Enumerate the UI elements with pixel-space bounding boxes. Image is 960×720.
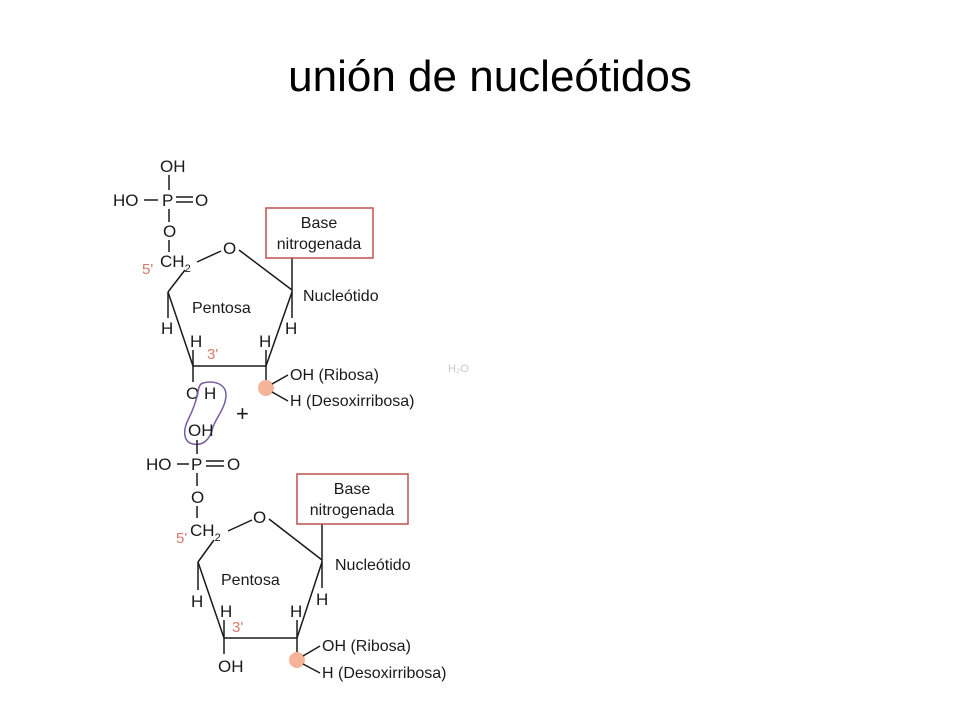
base-label-line2-top: nitrogenada xyxy=(277,236,362,253)
h-left-top: H xyxy=(161,319,173,338)
h-in-right-top: H xyxy=(259,332,271,351)
h-right-bottom: H xyxy=(316,590,328,609)
prime-3-bottom: 3' xyxy=(232,619,243,636)
oh-link-bottom: OH xyxy=(188,421,214,440)
h-in-right-bottom: H xyxy=(290,602,302,621)
h-in-left-top: H xyxy=(190,332,202,351)
ring-edge-o-c1 xyxy=(238,249,293,291)
ring-edge-c3-c4 xyxy=(167,291,194,367)
phosphate-o-bottom-bottom: O xyxy=(191,488,204,507)
ring-edge-c4-c5-bottom xyxy=(197,539,215,563)
bottom-nucleotide: OH HO P O O 5' CH2 O Pentosa Base nitrog… xyxy=(146,421,446,682)
phosphate-ho-left-bottom: HO xyxy=(146,455,172,474)
phosphate-o-right: O xyxy=(195,191,208,210)
ring-oxygen-top: O xyxy=(223,239,236,258)
ch2-bottom: CH2 xyxy=(190,521,221,544)
bond-c2-hh-bottom xyxy=(302,663,321,674)
ring-edge-c4-c5 xyxy=(167,269,186,293)
oh-ribosa-top: OH (Ribosa) xyxy=(290,367,379,384)
h-left-bottom: H xyxy=(191,592,203,611)
oh3-bottom: OH xyxy=(218,657,244,676)
base-box-bottom xyxy=(296,473,409,525)
slide-title: unión de nucleótidos xyxy=(288,52,692,101)
top-nucleotide: OH HO P O O 5' CH2 O Pentosa Base nitrog… xyxy=(113,157,414,410)
plus-sign: + xyxy=(236,401,249,426)
phosphate-p-bottom: P xyxy=(191,455,202,474)
h-desoxirribosa-bottom: H (Desoxirribosa) xyxy=(322,665,446,682)
bond-c2-oh xyxy=(271,374,289,385)
ring-oxygen-bottom: O xyxy=(253,508,266,527)
nucleotide-label-top: Nucleótido xyxy=(303,288,379,305)
prime-5-bottom: 5' xyxy=(176,530,187,547)
ring-edge-c1-c2-bottom xyxy=(296,561,323,639)
phosphate-o-right-bottom: O xyxy=(227,455,240,474)
bond-c2-oh-bottom xyxy=(302,645,321,657)
pentose-label-top: Pentosa xyxy=(192,300,251,317)
prime-3-top: 3' xyxy=(207,346,218,363)
h-in-left-bottom: H xyxy=(220,602,232,621)
ring-edge-o-c1-bottom xyxy=(268,518,323,561)
highlight-dot-bottom xyxy=(289,652,305,668)
base-label-line1-bottom: Base xyxy=(334,481,371,498)
base-box-top xyxy=(265,207,374,259)
phosphate-ho-left: HO xyxy=(113,191,139,210)
phosphate-p: P xyxy=(162,191,173,210)
bond-ch2-ringo-bottom xyxy=(227,519,253,532)
h-right-top: H xyxy=(285,319,297,338)
pentose-label-bottom: Pentosa xyxy=(221,572,280,589)
h-desoxirribosa-top: H (Desoxirribosa) xyxy=(290,393,414,410)
phosphate-o-bottom: O xyxy=(163,222,176,241)
nucleotide-label-bottom: Nucleótido xyxy=(335,557,411,574)
highlight-dot-top xyxy=(258,380,274,396)
ring-edge-c1-c2 xyxy=(265,291,293,367)
bond-c2-hh xyxy=(271,391,289,402)
prime-5-top: 5' xyxy=(142,261,153,278)
condensation-loop xyxy=(183,381,227,446)
ring-edge-c3-c4-bottom xyxy=(197,561,225,639)
oh-ribosa-bottom: OH (Ribosa) xyxy=(322,638,411,655)
base-label-line1-top: Base xyxy=(301,215,338,232)
bond-ch2-ringo xyxy=(196,250,222,263)
base-label-line2-bottom: nitrogenada xyxy=(310,502,395,519)
phosphate-oh-top: OH xyxy=(160,157,186,176)
ch2-top: CH2 xyxy=(160,252,191,275)
faint-water-label: H₂O xyxy=(448,363,469,375)
h3-top: H xyxy=(204,384,216,403)
